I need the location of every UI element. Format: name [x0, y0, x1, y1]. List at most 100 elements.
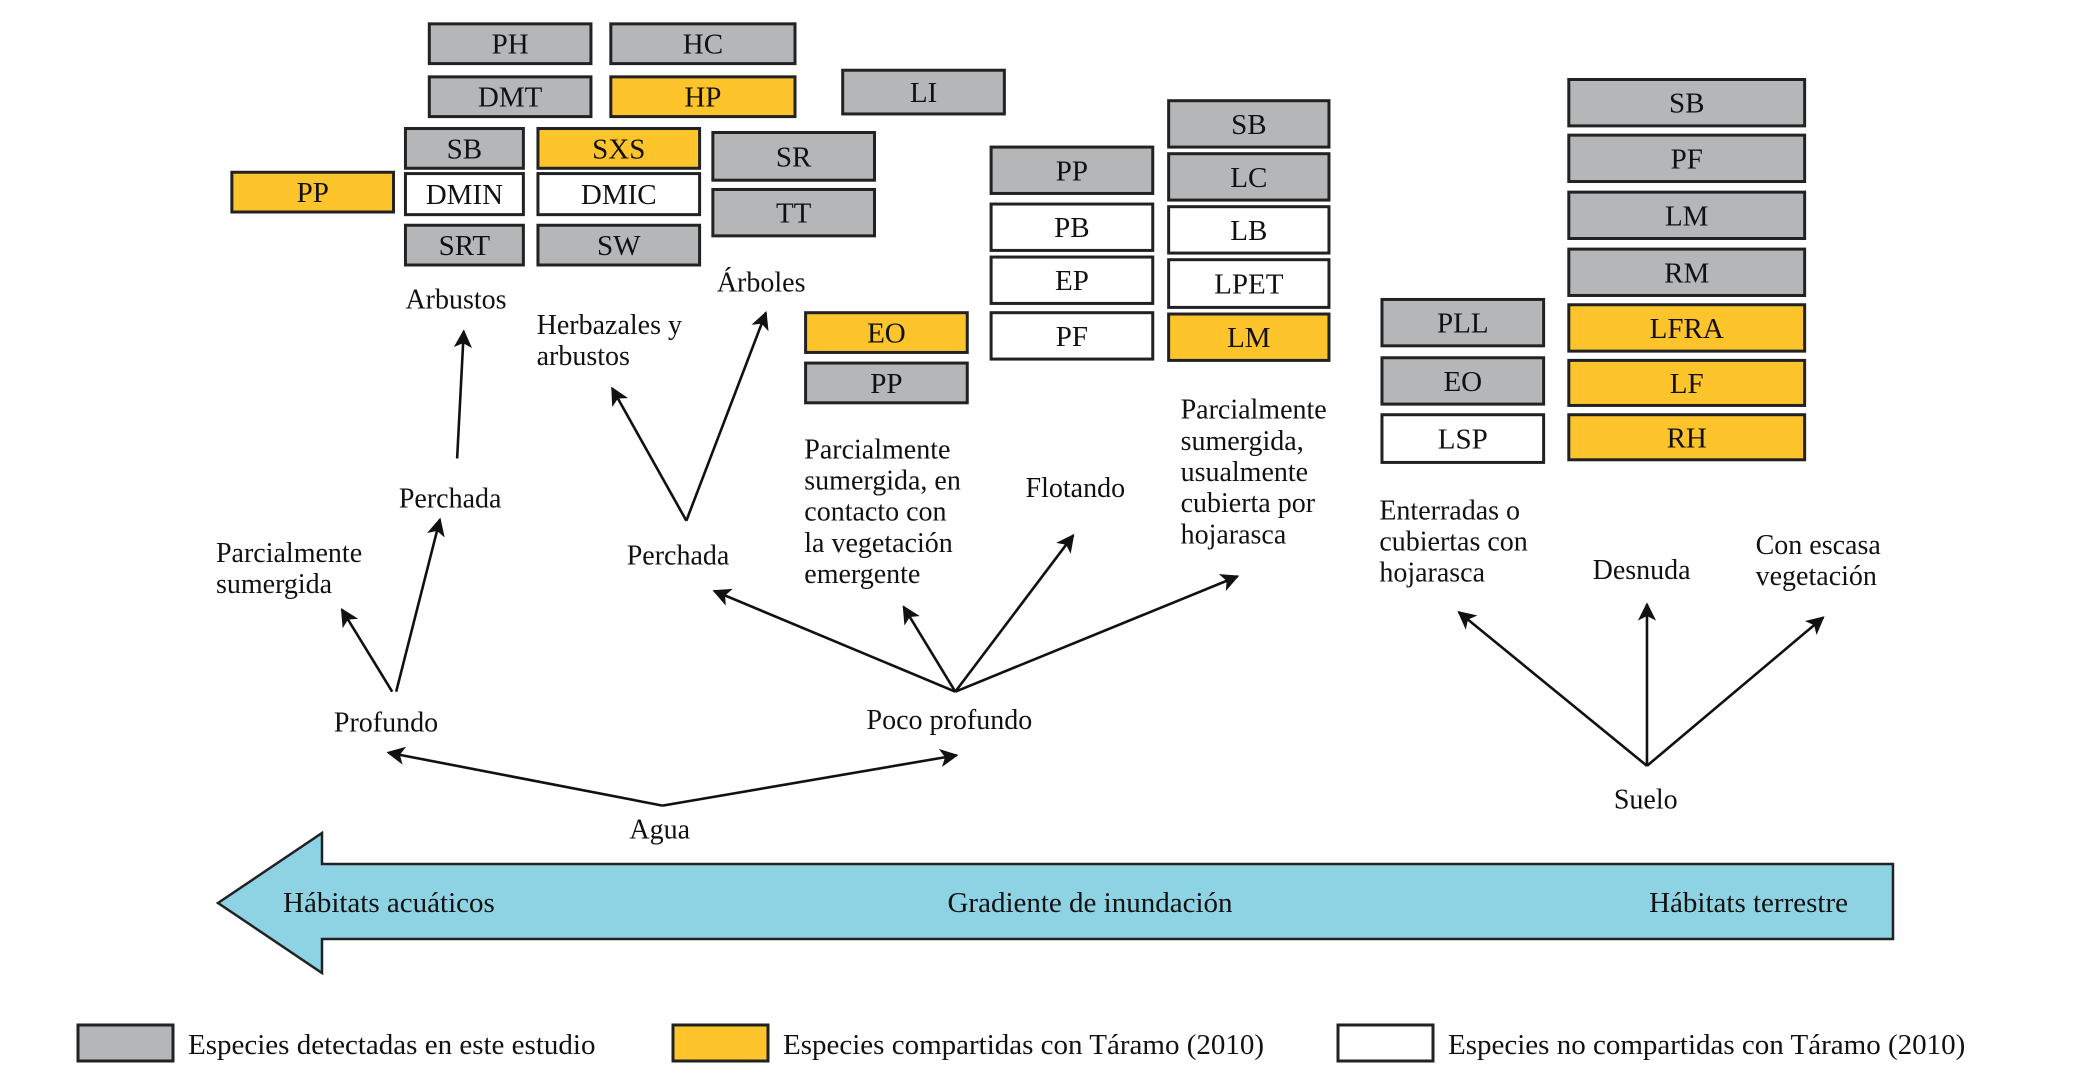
species-box-lm: LM	[1567, 190, 1807, 240]
species-box-pb: PB	[989, 202, 1155, 252]
species-code: PP	[870, 368, 902, 400]
label-flotando: Flotando	[1026, 473, 1126, 504]
arrow-profundo-to-perchada	[394, 517, 445, 692]
label-arbustos: Arbustos	[405, 285, 506, 316]
species-box-ep: EP	[989, 255, 1155, 305]
species-code: DMIC	[581, 179, 657, 211]
species-box-rh: RH	[1567, 413, 1807, 462]
species-code: DMT	[478, 82, 543, 114]
species-box-lf: LF	[1567, 358, 1807, 407]
species-box-fill	[989, 145, 1155, 195]
species-code: PB	[1054, 212, 1089, 244]
species-code: HP	[684, 82, 721, 114]
species-box-sxs: SXS	[536, 127, 702, 170]
label-perchada-mid: Perchada	[627, 540, 730, 571]
species-group-enterradas-hojarasca: PLL EO LSP	[1380, 297, 1546, 464]
species-box-fill	[1567, 133, 1807, 184]
species-code: EO	[867, 318, 906, 350]
species-box-sb: SB	[1167, 99, 1331, 149]
species-boxes: PH HC DMT HP SB SXS DMIN DMIC SRT SW PP LI SR TT EO PP P…	[230, 22, 1807, 464]
species-box-fill	[403, 172, 525, 217]
species-box-lm: LM	[1167, 312, 1331, 362]
arrow-perchada-to-arboles	[685, 310, 769, 522]
species-code: SB	[1669, 88, 1704, 120]
legend: Especies detectadas en este estudio Espe…	[76, 1023, 1965, 1063]
gradient-left-label: Hábitats acuáticos	[283, 887, 495, 919]
species-code: PF	[1671, 143, 1703, 175]
species-code: HC	[683, 29, 723, 61]
species-box-hc: HC	[609, 22, 797, 66]
species-box-dmic: DMIC	[536, 172, 702, 217]
species-code: LI	[910, 77, 937, 109]
species-code: EO	[1443, 366, 1482, 398]
species-box-fill	[1167, 205, 1331, 255]
species-box-lpet: LPET	[1167, 258, 1331, 309]
species-box-fill	[609, 22, 797, 66]
species-box-fill	[1567, 303, 1807, 353]
species-box-tt: TT	[711, 187, 876, 238]
species-box-fill	[427, 22, 593, 66]
species-box-sb: SB	[1567, 78, 1807, 128]
arrow-poco-to-perchada	[712, 588, 956, 693]
species-code: RH	[1667, 422, 1707, 454]
species-box-fill	[1567, 78, 1807, 128]
species-code: PLL	[1437, 308, 1489, 340]
species-box-li: LI	[841, 68, 1006, 116]
species-code: SR	[776, 141, 812, 173]
species-box-fill	[989, 311, 1155, 361]
species-box-dmin: DMIN	[403, 172, 525, 217]
species-code: TT	[776, 198, 812, 230]
arrow-suelo-to-enterradas	[1457, 610, 1648, 767]
species-code: SW	[597, 230, 641, 262]
arrow-suelo-to-escasa	[1646, 616, 1825, 767]
species-code: EP	[1055, 265, 1089, 297]
gradient-center-label: Gradiente de inundación	[947, 887, 1233, 919]
species-box-fill	[230, 170, 396, 214]
species-box-fill	[1567, 190, 1807, 240]
species-code: LSP	[1438, 424, 1488, 456]
label-profundo: Profundo	[334, 707, 438, 738]
species-box-fill	[711, 131, 876, 182]
species-box-fill	[989, 255, 1155, 305]
species-box-fill	[536, 172, 702, 217]
species-box-pp: PP	[989, 145, 1155, 195]
arrow-poco-to-contacto	[902, 605, 957, 693]
legend-label-not-shared: Especies no compartidas con Táramo (2010…	[1448, 1029, 1965, 1061]
species-box-sw: SW	[536, 223, 702, 267]
species-box-fill	[609, 75, 797, 119]
species-code: LF	[1670, 368, 1704, 400]
species-code: SB	[447, 133, 482, 165]
legend-swatch-shared	[671, 1023, 770, 1063]
arrow-agua-to-profundo	[386, 746, 663, 807]
label-perchada-left: Perchada	[399, 483, 502, 514]
species-box-fill	[1380, 297, 1546, 348]
species-box-fill	[1167, 258, 1331, 309]
legend-item-not-shared: Especies no compartidas con Táramo (2010…	[1336, 1023, 1965, 1063]
species-code: SRT	[439, 230, 491, 262]
species-box-pf: PF	[989, 311, 1155, 361]
species-box-fill	[841, 68, 1006, 116]
species-code: SB	[1231, 109, 1266, 141]
species-box-dmt: DMT	[427, 75, 593, 119]
species-box-fill	[536, 223, 702, 267]
species-box-pp: PP	[230, 170, 396, 214]
species-box-fill	[1167, 152, 1331, 202]
species-group-parcialmente-sumergida-profundo: PP	[230, 170, 396, 214]
label-poco-profundo: Poco profundo	[867, 705, 1033, 736]
species-code: LB	[1230, 215, 1267, 247]
species-group-arboles: LI SR TT	[711, 68, 1006, 238]
species-box-hp: HP	[609, 75, 797, 119]
relation-arrows	[340, 310, 1825, 807]
species-code: PP	[297, 177, 329, 209]
species-code: SXS	[592, 133, 645, 165]
species-box-ph: PH	[427, 22, 593, 66]
species-box-rm: RM	[1567, 247, 1807, 297]
